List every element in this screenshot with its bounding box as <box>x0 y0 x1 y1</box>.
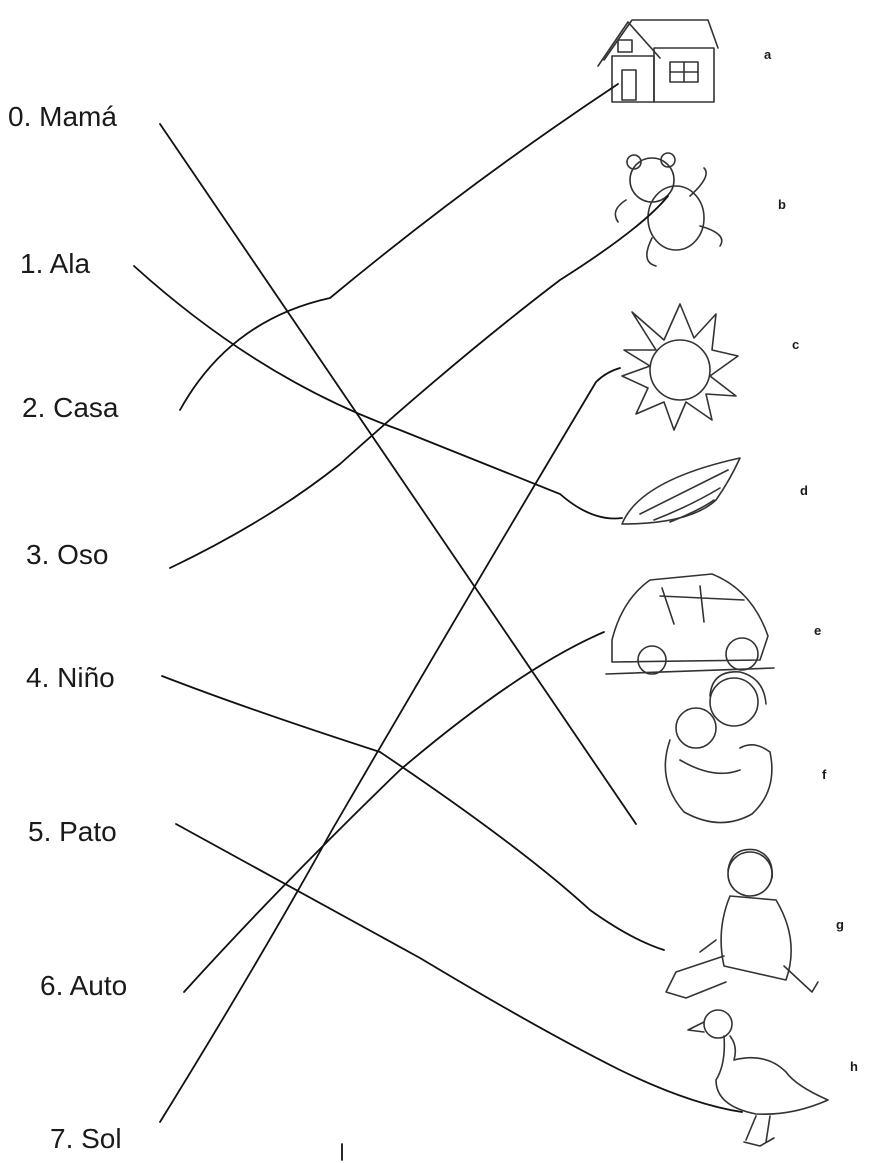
teddy-bear-icon <box>614 152 723 267</box>
word-4: 4. Niño <box>26 662 115 693</box>
match-line-auto-e <box>183 631 605 993</box>
match-line-oso-b <box>169 195 669 569</box>
word-1: 1. Ala <box>20 248 91 279</box>
word-0: 0. Mamá <box>8 101 117 132</box>
word-3: 3. Oso <box>26 539 109 570</box>
letter-h: h <box>850 1059 858 1074</box>
word-7: 7. Sol <box>50 1123 122 1154</box>
letter-g: g <box>836 917 844 932</box>
match-line-sol-c <box>159 367 621 1123</box>
wing-icon <box>621 457 741 525</box>
letter-b: b <box>778 197 786 212</box>
letter-c: c <box>792 337 800 352</box>
house-icon <box>597 19 719 103</box>
letter-e: e <box>814 623 822 638</box>
match-line-pato-h <box>175 823 743 1113</box>
letter-f: f <box>822 767 827 782</box>
child-sitting-icon <box>665 848 819 999</box>
match-line-nino-g <box>161 675 665 951</box>
word-6: 6. Auto <box>40 970 128 1001</box>
sun-icon <box>621 303 739 431</box>
word-5: 5. Pato <box>28 816 117 847</box>
mother-child-icon <box>664 671 773 824</box>
match-line-casa-a <box>179 83 619 411</box>
letter-d: d <box>800 483 808 498</box>
match-line-mama-f <box>159 123 637 825</box>
letter-a: a <box>764 47 772 62</box>
word-2: 2. Casa <box>22 392 119 423</box>
match-line-ala-d <box>133 265 623 520</box>
car-icon <box>605 573 775 675</box>
duck-icon <box>687 1009 829 1147</box>
